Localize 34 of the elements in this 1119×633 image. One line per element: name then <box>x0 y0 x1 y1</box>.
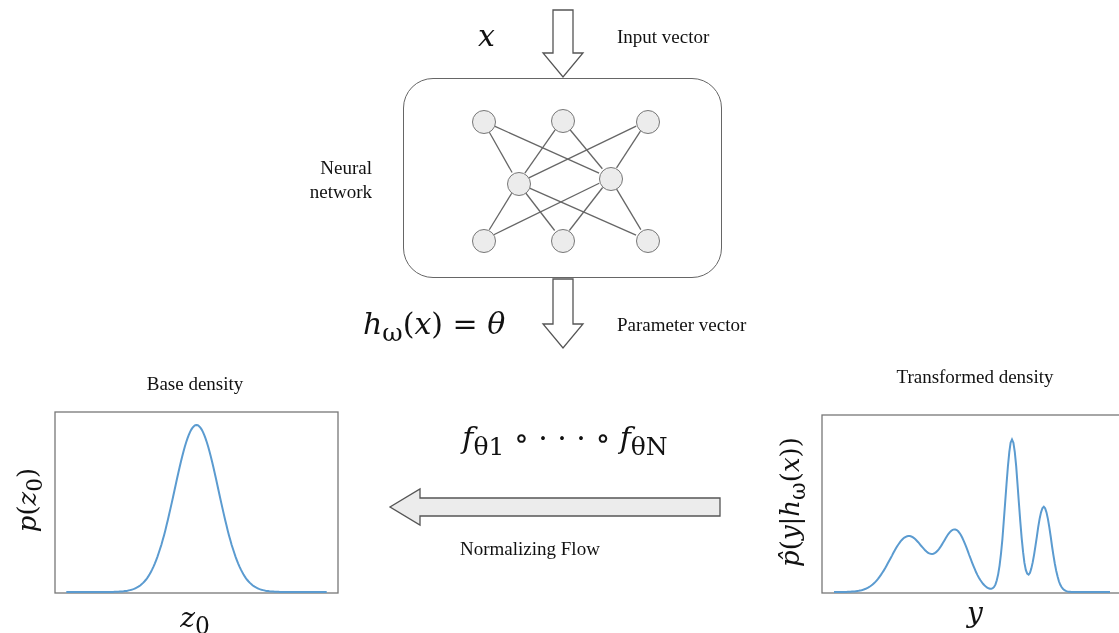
plot-title: Transformed density <box>895 366 1055 388</box>
neuron-circle <box>599 167 623 191</box>
flow-arrow <box>388 487 721 527</box>
connection-line <box>493 125 600 174</box>
plot-title: Base density <box>145 373 245 395</box>
edge-label: f$_{θ1}$ ∘ · · · ∘ f$_{θN}$ <box>459 420 669 461</box>
neuron-circle <box>636 229 660 253</box>
network-label: Neural network <box>308 156 372 204</box>
connection-line <box>615 187 642 231</box>
connection-line <box>528 125 637 179</box>
connection-line <box>615 130 642 169</box>
connection-line <box>488 130 513 174</box>
connection-line <box>488 192 513 231</box>
annotation-text: Parameter vector <box>617 314 747 336</box>
annotation-text: Input vector <box>617 26 710 48</box>
connection-line <box>569 128 603 170</box>
output-arrow <box>541 278 585 349</box>
neuron-circle <box>507 172 531 196</box>
neuron-circle <box>551 229 575 253</box>
math-symbol: x <box>478 18 495 53</box>
neuron-circle <box>472 229 496 253</box>
connection-line <box>493 182 600 236</box>
neuron-circle <box>636 110 660 134</box>
axis-label: y <box>965 596 984 629</box>
math-formula: h$_{ω}$(x) = θ <box>363 306 506 347</box>
connection-line <box>524 129 556 174</box>
neuron-circle <box>472 110 496 134</box>
connection-line <box>528 187 637 236</box>
neuron-circle <box>551 109 575 133</box>
connection-line <box>568 186 604 232</box>
connection-line <box>524 191 556 232</box>
input-arrow <box>541 9 585 78</box>
annotation-text: Normalizing Flow <box>460 538 600 560</box>
axis-label: z$_{0}$ <box>179 601 211 633</box>
